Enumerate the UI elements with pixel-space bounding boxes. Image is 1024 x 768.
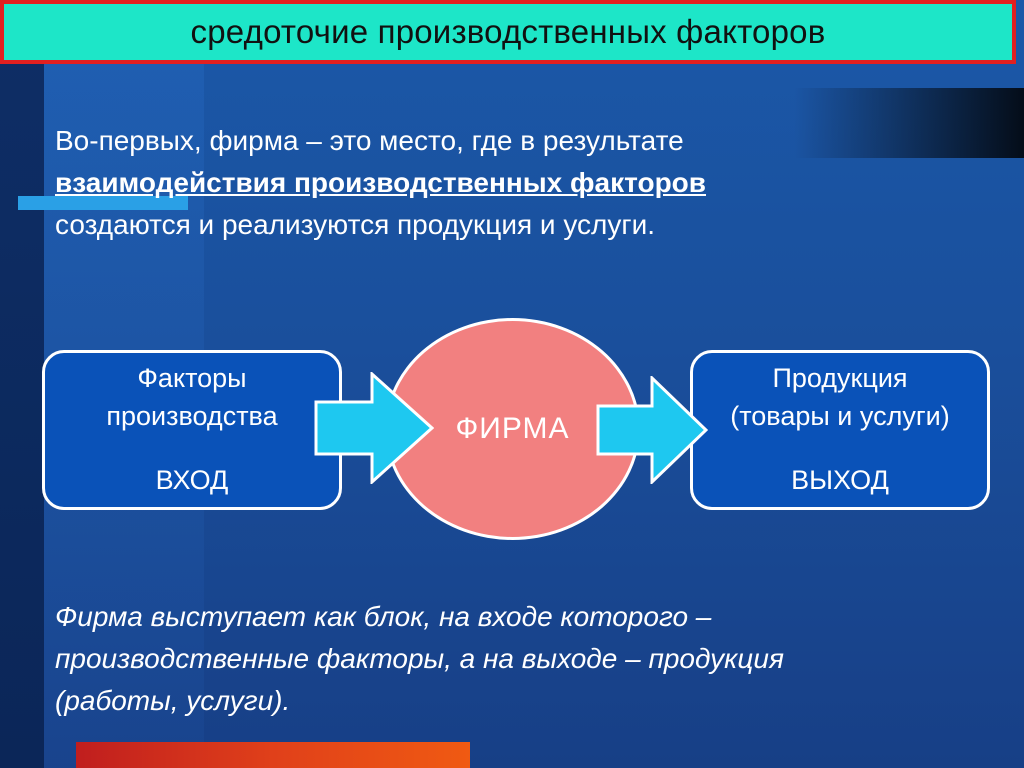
- background-dark-band: [794, 88, 1024, 158]
- input-box-line-1: Факторы: [137, 363, 247, 393]
- outro-paragraph: Фирма выступает как блок, на входе котор…: [55, 596, 975, 722]
- intro-emphasis: взаимодействия производственных факторов: [55, 167, 706, 198]
- output-box: Продукция (товары и услуги) ВЫХОД: [690, 350, 990, 510]
- outro-line-2: производственные факторы, а на выходе – …: [55, 643, 784, 674]
- output-arrow-icon: [596, 376, 708, 484]
- intro-paragraph: Во-первых, фирма – это место, где в резу…: [55, 120, 935, 246]
- outro-line-3: (работы, услуги).: [55, 685, 291, 716]
- background-red-bar: [76, 742, 470, 768]
- title-bar: средоточие производственных факторов: [0, 0, 1016, 64]
- slide-title: средоточие производственных факторов: [190, 13, 826, 50]
- output-box-line-2: (товары и услуги): [730, 401, 950, 431]
- intro-line-3: создаются и реализуются продукция и услу…: [55, 209, 655, 240]
- background-cyan-line: [18, 196, 188, 210]
- output-box-line-1: Продукция: [772, 363, 908, 393]
- intro-line-1: Во-первых, фирма – это место, где в резу…: [55, 125, 684, 156]
- output-label: ВЫХОД: [791, 465, 889, 495]
- background-left-strip: [0, 0, 44, 768]
- input-box-line-2: производства: [106, 401, 278, 431]
- input-box: Факторы производства ВХОД: [42, 350, 342, 510]
- firm-label: ФИРМА: [455, 412, 570, 445]
- input-arrow-icon: [314, 372, 434, 484]
- outro-line-1: Фирма выступает как блок, на входе котор…: [55, 601, 712, 632]
- input-label: ВХОД: [155, 465, 229, 495]
